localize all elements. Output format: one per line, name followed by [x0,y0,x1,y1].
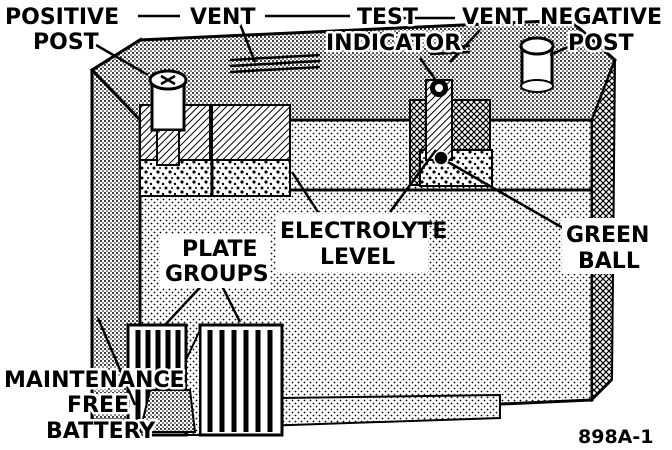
label-plate-groups-line1: PLATE [182,237,258,262]
label-maintenance-free-line1: MAINTENANCE [4,368,185,393]
label-plate-groups-line2: GROUPS [165,262,269,287]
leader-positive-post [95,43,149,77]
negative-post [519,36,555,93]
label-vent-left: VENT [190,5,255,30]
leader-plate-groups-left [164,281,206,326]
leader-green-ball [447,160,571,234]
label-positive-post-line1: POSITIVE [5,5,119,30]
label-maintenance-free-line3: BATTERY [46,419,156,444]
label-test-indicator-line1: TEST [357,5,418,30]
vent-slots [229,44,471,74]
leader-vent-right [449,29,481,63]
labels: POSITIVE POST VENT TEST INDICATOR VENT N… [2,3,665,449]
leader-vent-left-down [238,23,257,63]
label-green-ball-line2: BALL [578,249,640,274]
label-maintenance-free-line2: FREE [67,393,129,418]
label-green-ball-line1: GREEN [566,223,649,248]
label-test-indicator-line2: INDICATOR [326,31,461,56]
label-negative-post-line1: NEGATIVE [540,5,662,30]
label-positive-post-line2: POST [33,30,99,55]
figure-code: 898A-1 [578,426,653,448]
leader-test-down [418,57,439,83]
leader-electrolyte-right [388,149,438,213]
leader-plate-groups-right [218,281,242,323]
label-vent-right: VENT [462,5,527,30]
leader-negative-post [549,45,569,57]
leader-electrolyte-left [290,171,320,213]
label-electrolyte-level-line2: LEVEL [320,245,395,270]
test-indicator [425,79,453,166]
leader-lines [95,14,571,406]
leader-maintenance-free [96,317,137,406]
positive-post [148,69,188,166]
label-negative-post-line2: POST [568,31,634,56]
label-electrolyte-level-line1: ELECTROLYTE [280,219,447,244]
green-ball-marker [433,150,449,166]
plate-groups-cutaway [126,323,284,437]
